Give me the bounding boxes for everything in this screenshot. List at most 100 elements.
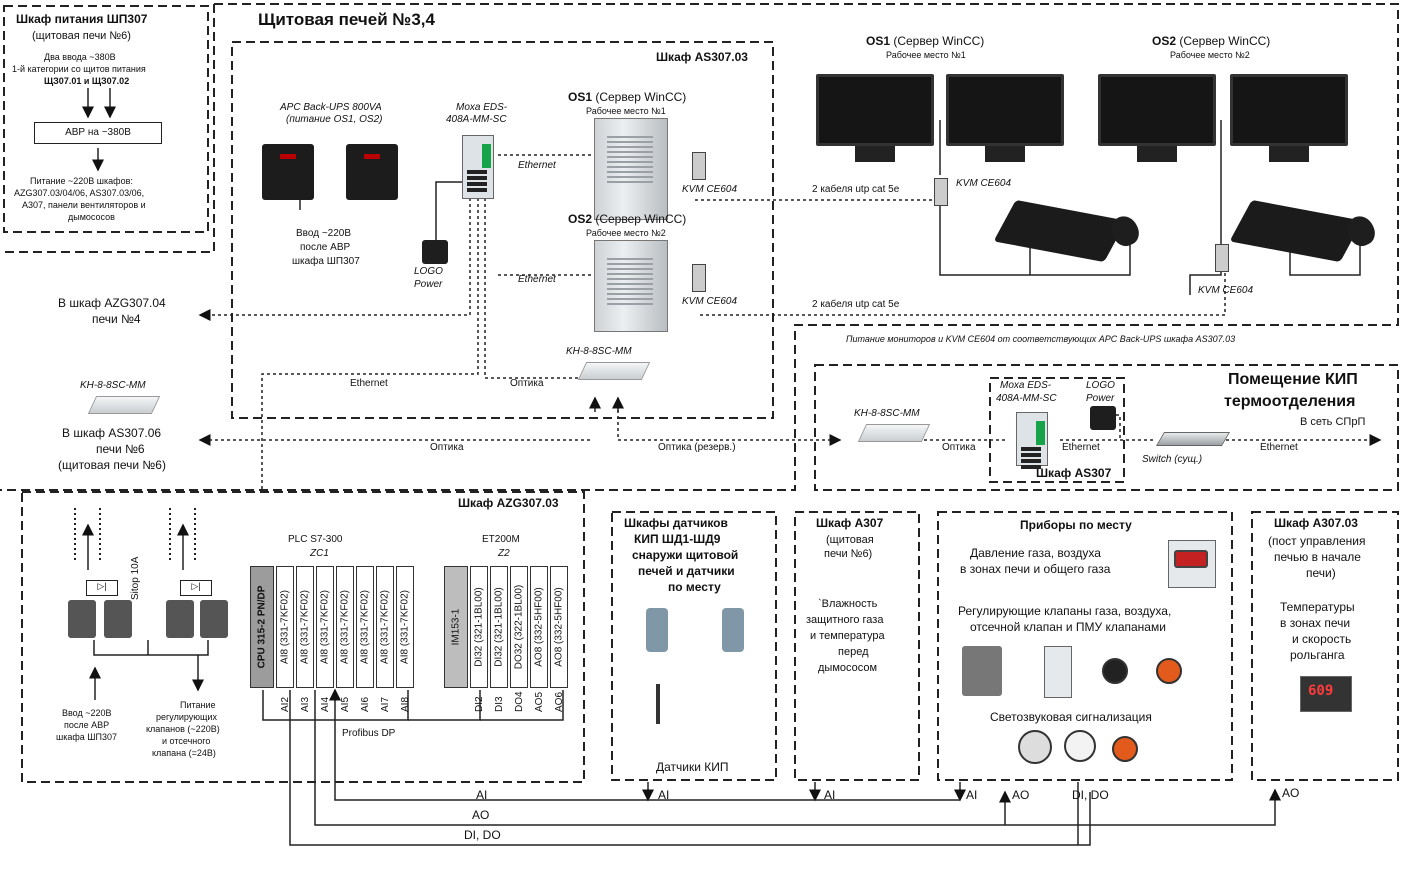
et200m-module-label: DI32 (321-1BL00) [473,587,485,667]
optic-reserve-label: Оптика (резерв.) [658,442,736,453]
ai-module: AI8 (331-7KF02) [316,566,334,688]
ups-label-1: APC Back-UPS 800VA [280,102,382,113]
kip-title-2: термоотделения [1224,393,1356,410]
ai-module-label: AI8 (331-7KF02) [279,590,291,664]
os1-server-icon [594,118,668,220]
ai-module: AI8 (331-7KF02) [376,566,394,688]
et-label-1: ET200M [482,534,520,545]
monitor-stand-4 [1269,146,1309,162]
im153-label: IM153-1 [450,608,462,646]
ai-channel-label: AI3 [300,696,311,712]
a307-m1: `Влажность [818,598,878,610]
logo-label-1: LOGO [414,266,443,277]
link-as30706-2: печи №6 [96,442,145,456]
a307-m3: и температура [810,630,885,642]
os1-desc: (Сервер WinCC) [592,90,687,104]
speed-display-value: 609 [1308,683,1334,699]
ups-label-2: (питание OS1, OS2) [286,114,383,125]
as30703-title: Шкаф AS307.03 [656,50,748,64]
ai-module: AI8 (331-7KF02) [336,566,354,688]
a30703-title: Шкаф А307.03 [1274,516,1358,530]
as30703-frame [231,41,774,419]
diode-icon-2: ▷| [180,580,212,596]
cable2-label: 2 кабеля utp cat 5e [812,299,900,310]
diode-icon-1: ▷| [86,580,118,596]
sensors-frame [611,511,777,781]
kip-title-1: Помещение КИП [1228,371,1358,388]
kvm-icon-4 [1215,244,1229,272]
kip-room-frame [814,364,1399,491]
bus-ao-mid: AO [472,808,490,822]
switch-icon [1155,432,1231,446]
optic-label-as30703: Оптика [510,378,544,389]
azg-pw-1: Питание [180,700,216,710]
black-button-icon [1102,658,1128,684]
ups-icon-1 [262,144,314,200]
sp307-inputs-1: Два ввода ~380В [44,52,116,62]
logo-power-icon [422,240,448,264]
switch-label: Switch (сущ.) [1142,454,1203,465]
sitop-module-icon-4 [200,600,228,638]
link-as30706-3: (щитовая печи №6) [58,458,166,472]
et200m-module-label: DO32 (322-1BL00) [513,584,525,670]
sp307-inputs-3: ЩЗ07.01 и ЩЗ07.02 [44,76,130,86]
wp-os2-sub: Рабочее место №2 [1170,50,1250,60]
field-p1-1: Давление газа, воздуха [970,546,1101,560]
speed-display-icon [1300,676,1352,712]
sp307-out-1: Питание ~220В шкафов: [30,176,133,186]
a30703-m3: и скорость [1292,632,1352,646]
kip-optic-label: Оптика [942,442,976,453]
monitor-stand-3 [1137,146,1177,162]
kvm-icon-3 [934,178,948,206]
kvm-icon-2 [692,264,706,292]
siren-icon [1018,730,1052,764]
kip-logo-2: Power [1086,393,1115,404]
a307-m4: перед [838,646,869,658]
kip-logo-1: LOGO [1086,380,1115,391]
orange-button-icon [1156,658,1182,684]
et200m-module: AO8 (332-5HF00) [550,566,568,688]
kip-kh-label: KH-8-8SC-MM [854,408,920,419]
a307-l1: (щитовая [826,534,874,546]
pressure-sensor-icon-1 [646,608,668,652]
field-p3: Светозвуковая сигнализация [990,710,1152,724]
ai-module-label: AI8 (331-7KF02) [399,590,411,664]
lamp-icon [1064,730,1096,762]
a307-m5: дымососом [818,662,878,674]
azg-frame [21,491,585,783]
azg-pw-2: регулирующих [156,712,217,722]
et200m-module: DO32 (322-1BL00) [510,566,528,688]
et200m-channel-label: AO5 [534,691,545,712]
a30703-m2: в зонах печи [1280,616,1351,630]
et200m-module-label: DI32 (321-1BL00) [493,587,505,667]
field-title: Приборы по месту [1020,518,1132,532]
sp307-out-3: A307, панели вентиляторов и [22,200,146,210]
kh-optic-box-icon [577,362,651,380]
logo-label-2: Power [414,279,443,290]
os1-sub: Рабочее место №1 [586,106,666,116]
bus-ao-field: AO [1012,788,1030,802]
sitop-label: Sitop 10A [130,556,141,600]
os1-server-label: OS1 (Сервер WinCC) [568,90,686,104]
thermocouple-icon [656,684,740,724]
azg-title: Шкаф AZG307.03 [458,496,559,510]
field-p1-2: в зонах печи и общего газа [960,562,1111,576]
room-title: Щитовая печей №3,4 [258,10,435,29]
azg-pw-5: клапана (=24В) [152,748,216,758]
a30703-m1: Температуры [1280,600,1355,614]
ai-module: AI8 (331-7KF02) [276,566,294,688]
os2-server-label: OS2 (Сервер WinCC) [568,212,686,226]
optic-left-label: Оптика [430,442,464,453]
monitor-icon-2 [946,74,1064,146]
et-label-2: Z2 [498,548,510,559]
link-azg30704-1: В шкаф AZG307.04 [58,296,166,310]
sensors-5: по месту [668,580,721,594]
a30703-l2: печью в начале [1274,550,1361,564]
cpu-module-label: CPU 315-2 PN/DP [256,585,268,669]
ups-in-1: Ввод ~220В [296,228,352,239]
ai-module-label: AI8 (331-7KF02) [319,590,331,664]
ai-module-label: AI8 (331-7KF02) [359,590,371,664]
kip-moxa-icon [1016,412,1048,469]
as307-frame [989,377,1125,483]
